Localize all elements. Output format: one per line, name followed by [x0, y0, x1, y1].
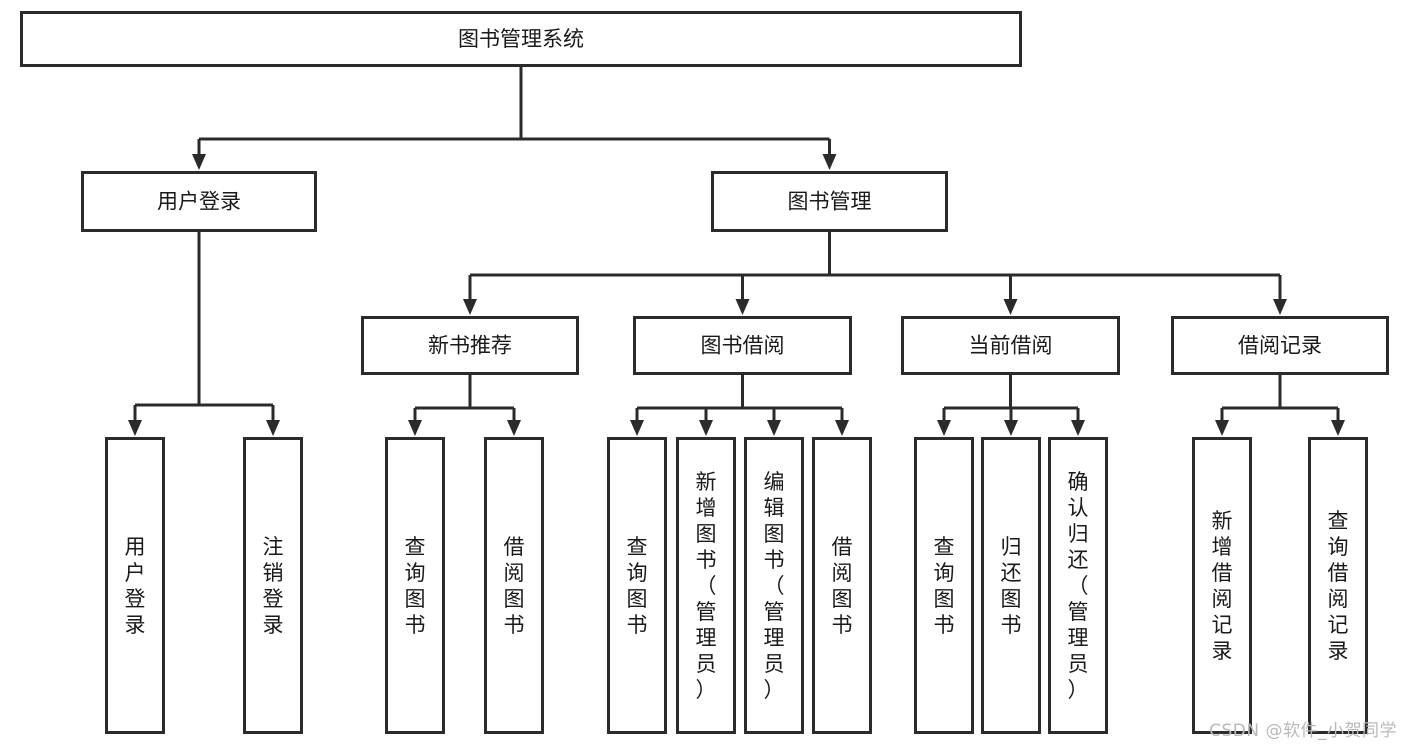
arrow-head-icon	[507, 420, 521, 436]
node-leaf-query-book-rec[interactable]: 查询图书	[385, 437, 445, 734]
node-new-book-recommend[interactable]: 新书推荐	[361, 316, 579, 375]
node-box	[484, 437, 544, 734]
node-label: 用户登录	[157, 190, 241, 214]
arrow-head-icon	[1273, 299, 1287, 315]
node-label: 确认归还（管理员）	[1068, 470, 1089, 702]
arrow-head-icon	[192, 154, 206, 170]
node-label: 归还图书	[1001, 535, 1022, 637]
node-leaf-return-book[interactable]: 归还图书	[981, 437, 1041, 734]
node-box	[243, 437, 303, 734]
node-box	[81, 171, 317, 232]
node-label: 新书推荐	[428, 334, 512, 358]
node-label: 编辑图书（管理员）	[764, 470, 785, 702]
node-leaf-user-login[interactable]: 用户登录	[105, 437, 165, 734]
node-book-borrow[interactable]: 图书借阅	[633, 316, 852, 375]
node-box	[676, 437, 736, 734]
arrow-head-icon	[767, 420, 781, 436]
node-box	[361, 316, 579, 375]
arrow-head-icon	[937, 420, 951, 436]
node-box	[981, 437, 1041, 734]
node-label: 新增图书（管理员）	[696, 470, 717, 702]
node-book-manage[interactable]: 图书管理	[711, 171, 948, 232]
node-leaf-query-book-current[interactable]: 查询图书	[914, 437, 974, 734]
node-label: 用户登录	[125, 535, 146, 637]
node-leaf-borrow-book-rec[interactable]: 借阅图书	[484, 437, 544, 734]
node-label: 图书管理系统	[458, 27, 584, 51]
arrow-head-icon	[266, 420, 280, 436]
node-leaf-query-book-borrow[interactable]: 查询图书	[607, 437, 667, 734]
node-box	[1171, 316, 1389, 375]
node-box	[607, 437, 667, 734]
arrow-head-icon	[1003, 299, 1018, 315]
arrow-head-icon	[1004, 420, 1018, 436]
arrow-head-icon	[630, 420, 644, 436]
node-leaf-add-record[interactable]: 新增借阅记录	[1192, 437, 1252, 734]
node-box	[744, 437, 804, 734]
arrow-head-icon	[835, 420, 849, 436]
node-box	[711, 171, 948, 232]
node-leaf-edit-book[interactable]: 编辑图书（管理员）	[744, 437, 804, 734]
node-leaf-borrow-book[interactable]: 借阅图书	[812, 437, 872, 734]
node-layer: 图书管理系统用户登录图书管理新书推荐图书借阅当前借阅借阅记录用户登录注销登录查询…	[20, 11, 1389, 734]
node-box	[105, 437, 165, 734]
node-current-borrow[interactable]: 当前借阅	[901, 316, 1120, 375]
arrow-head-icon	[1215, 420, 1229, 436]
node-label: 查询借阅记录	[1328, 509, 1349, 663]
node-borrow-record[interactable]: 借阅记录	[1171, 316, 1389, 375]
node-leaf-user-logout[interactable]: 注销登录	[243, 437, 303, 734]
arrow-head-icon	[1331, 420, 1345, 436]
node-leaf-confirm-return[interactable]: 确认归还（管理员）	[1048, 437, 1108, 734]
node-label: 注销登录	[263, 535, 284, 637]
node-leaf-add-book[interactable]: 新增图书（管理员）	[676, 437, 736, 734]
node-label: 图书借阅	[701, 334, 785, 358]
node-label: 查询图书	[627, 535, 648, 637]
node-root[interactable]: 图书管理系统	[20, 11, 1022, 67]
connector-layer	[128, 67, 1345, 436]
node-user-login[interactable]: 用户登录	[81, 171, 317, 232]
arrow-head-icon	[735, 299, 750, 315]
node-box	[20, 11, 1022, 67]
node-box	[914, 437, 974, 734]
node-label: 当前借阅	[969, 334, 1053, 358]
node-box	[901, 316, 1120, 375]
arrow-head-icon	[822, 154, 837, 170]
node-box	[812, 437, 872, 734]
node-box	[385, 437, 445, 734]
arrow-head-icon	[463, 299, 477, 315]
node-label: 新增借阅记录	[1212, 509, 1233, 663]
node-box	[633, 316, 852, 375]
node-label: 借阅图书	[504, 535, 525, 637]
node-box	[1192, 437, 1252, 734]
node-leaf-query-record[interactable]: 查询借阅记录	[1308, 437, 1368, 734]
node-box	[1308, 437, 1368, 734]
node-label: 查询图书	[405, 535, 426, 637]
node-label: 查询图书	[934, 535, 955, 637]
arrow-head-icon	[699, 420, 713, 436]
arrow-head-icon	[1071, 420, 1085, 436]
arrow-head-icon	[128, 420, 142, 436]
node-box	[1048, 437, 1108, 734]
node-label: 图书管理	[788, 190, 872, 214]
node-label: 借阅记录	[1238, 334, 1322, 358]
arrow-head-icon	[408, 420, 422, 436]
node-label: 借阅图书	[832, 535, 853, 637]
